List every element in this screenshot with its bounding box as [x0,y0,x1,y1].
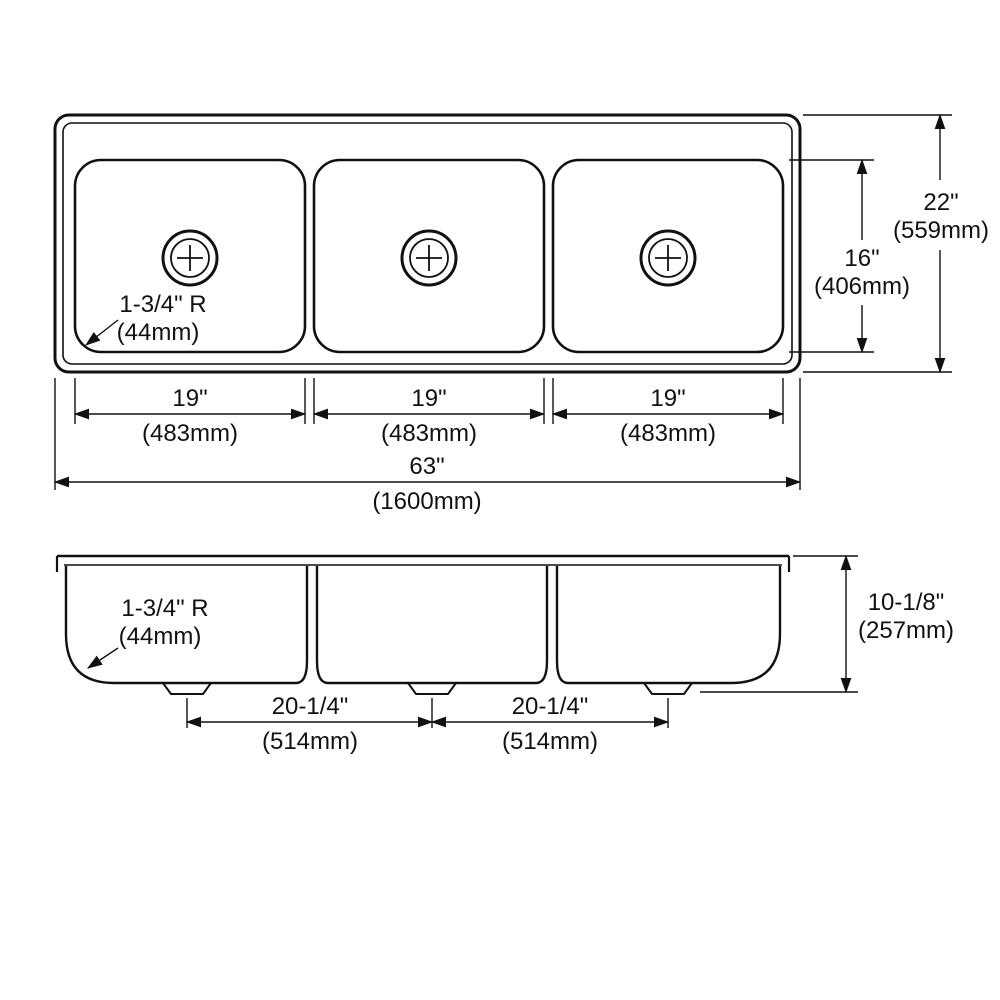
dim-drain-spacing-2: 20-1/4" (514mm) [430,693,670,755]
dim-bowl-depth: 16" (406mm) [789,158,910,354]
dim-side-height-mm: (257mm) [858,617,954,644]
radius-label-mm: (44mm) [117,319,200,346]
drain-3-section [643,682,693,695]
dim-overall-width-mm: (1600mm) [372,488,481,515]
dim-side-height: 10-1/8" (257mm) [700,554,954,694]
side-view: 1-3/4" R (44mm) 10-1/8" (257mm) 20-1/4" … [55,554,954,755]
bowl-2 [312,158,546,354]
dim-bowl-depth-in: 16" [844,245,879,272]
dim-bowl2-width: 19" (483mm) [312,378,546,447]
dim-drain-spacing-1-in: 20-1/4" [272,693,349,720]
dim-overall-width-in: 63" [409,453,444,480]
extension-line [54,378,801,490]
dim-overall-depth-in: 22" [923,189,958,216]
callout-top-corner-radius: 1-3/4" R (44mm) [84,291,207,346]
dim-bowl3-width: 19" (483mm) [551,378,785,447]
dim-overall-depth-mm: (559mm) [893,217,989,244]
callout-side-corner-radius: 1-3/4" R (44mm) [86,595,209,669]
drain-1-inner-ring [170,238,210,278]
drain-3 [639,229,697,287]
dim-bowl-depth-mm: (406mm) [814,273,910,300]
drain-1-outer-ring [161,229,219,287]
dim-bowl3-width-mm: (483mm) [620,420,716,447]
drain-2-inner-ring [409,238,449,278]
drain-1-section [162,682,212,695]
radius-leader-line [84,319,119,346]
radius-leader-line [86,647,119,669]
dim-drain-spacing-1: 20-1/4" (514mm) [185,693,434,755]
basin-profile [64,566,782,685]
radius-label-in: 1-3/4" R [121,595,208,622]
top-view: 1-3/4" R (44mm) 22" (559mm) 16" (406mm) … [53,113,989,515]
dim-bowl2-width-in: 19" [411,385,446,412]
dim-bowl1-width: 19" (483mm) [73,378,307,447]
dim-side-height-in: 10-1/8" [868,589,945,616]
sink-rim-inner [62,122,793,365]
dim-bowl3-width-in: 19" [650,385,685,412]
drain-2-section [407,682,457,695]
drain-2 [400,229,458,287]
dim-bowl2-width-mm: (483mm) [381,420,477,447]
drain-1 [161,229,219,287]
dim-drain-spacing-2-mm: (514mm) [502,728,598,755]
dim-drain-spacing-2-in: 20-1/4" [512,693,589,720]
dim-overall-depth: 22" (559mm) [803,113,989,374]
drain-2-outer-ring [400,229,458,287]
rim-end-caps [55,556,791,572]
dim-overall-width: 63" (1600mm) [53,378,802,515]
dim-bowl1-width-mm: (483mm) [142,420,238,447]
bowl-1 [73,158,307,354]
radius-label-mm: (44mm) [119,623,202,650]
drain-3-outer-ring [639,229,697,287]
drain-2-crosshair [416,245,442,271]
drain-3-crosshair [655,245,681,271]
dim-bowl1-width-in: 19" [172,385,207,412]
drain-3-inner-ring [648,238,688,278]
dim-drain-spacing-1-mm: (514mm) [262,728,358,755]
drain-1-crosshair [177,245,203,271]
sink-rim-outer [53,113,802,374]
bowl-3 [551,158,785,354]
radius-label-in: 1-3/4" R [119,291,206,318]
